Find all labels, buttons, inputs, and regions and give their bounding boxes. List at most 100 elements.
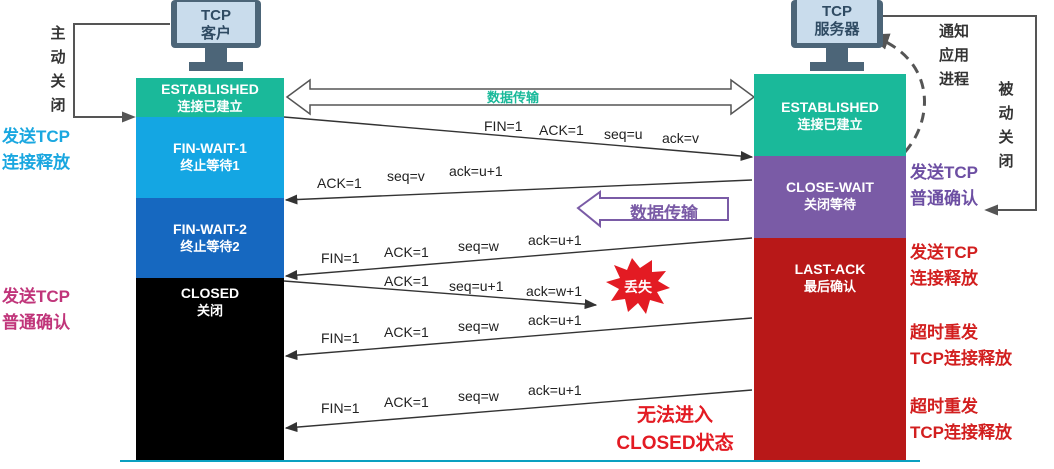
passive-close-bracket — [876, 15, 1037, 216]
timeout-resend-2-line-1: 超时重发 — [910, 397, 978, 416]
passive-close-char-4: 闭 — [998, 153, 1014, 170]
msg-3-fin: FIN=1 — [321, 250, 360, 266]
server-send-release-line-2: 连接释放 — [910, 269, 978, 288]
client-state-fin-wait-2: FIN-WAIT-2 终止等待2 — [136, 198, 284, 278]
msg-line-4 — [283, 280, 598, 310]
active-close-char-2: 动 — [50, 49, 66, 66]
server-send-release-label: 发送TCP 连接释放 — [910, 240, 978, 292]
client-title-line1: TCP — [201, 7, 231, 24]
timeout-resend-1-line-1: 超时重发 — [910, 323, 978, 342]
client-send-ack-label: 发送TCP 普通确认 — [2, 284, 70, 336]
passive-close-char-2: 动 — [998, 105, 1014, 122]
server-computer-icon — [791, 0, 883, 71]
msg-5-ackno: ack=u+1 — [528, 312, 582, 328]
bottom-baseline — [120, 460, 920, 462]
data-transfer-mid-label: 数据传输 — [630, 204, 698, 223]
msg-6-ack: ACK=1 — [384, 394, 429, 410]
server-send-ack-line-2: 普通确认 — [910, 189, 978, 208]
msg-5-seq: seq=w — [458, 318, 499, 334]
active-close-char-3: 关 — [50, 73, 66, 90]
client-send-release-line-1: 发送TCP — [2, 127, 70, 146]
msg-4-seq: seq=u+1 — [449, 278, 504, 294]
msg-6-fin: FIN=1 — [321, 400, 360, 416]
server-send-ack-line-1: 发送TCP — [910, 163, 978, 182]
data-transfer-purple-arrow — [576, 190, 729, 229]
server-state-close-wait-zh: 关闭等待 — [803, 197, 856, 212]
data-transfer-top-label: 数据传输 — [487, 90, 540, 105]
msg-6-seq: seq=w — [458, 388, 499, 404]
msg-1-fin: FIN=1 — [484, 118, 523, 134]
timeout-resend-1-line-2: TCP连接释放 — [910, 349, 1012, 368]
timeout-resend-2-line-2: TCP连接释放 — [910, 423, 1012, 442]
passive-close-char-3: 关 — [998, 129, 1014, 146]
client-state-established-en: ESTABLISHED — [161, 81, 259, 97]
msg-3-seq: seq=w — [458, 238, 499, 254]
client-send-release-label: 发送TCP 连接释放 — [2, 124, 70, 176]
msg-3-ackno: ack=u+1 — [528, 232, 582, 248]
timeout-resend-2-label: 超时重发 TCP连接释放 — [910, 394, 1012, 446]
notify-app-line-2: 应用 — [938, 47, 969, 64]
notify-app-line-3: 进程 — [938, 71, 969, 88]
msg-line-5 — [284, 317, 753, 361]
server-state-close-wait-en: CLOSE-WAIT — [786, 179, 874, 195]
client-state-fin-wait-1: FIN-WAIT-1 终止等待1 — [136, 117, 284, 198]
msg-6-ackno: ack=u+1 — [528, 382, 582, 398]
client-title-line2: 客户 — [200, 25, 231, 42]
msg-1-ack: ACK=1 — [539, 122, 584, 138]
client-state-fin-wait-2-en: FIN-WAIT-2 — [173, 221, 247, 237]
msg-2-seq: seq=v — [387, 168, 425, 184]
client-send-ack-line-2: 普通确认 — [2, 313, 70, 332]
active-close-label: 主 动 关 闭 — [48, 22, 68, 118]
client-computer-label: TCP 客户 — [177, 6, 255, 42]
server-computer-label: TCP 服务器 — [797, 2, 877, 40]
server-state-last-ack-en: LAST-ACK — [794, 261, 866, 277]
server-send-release-line-1: 发送TCP — [910, 243, 978, 262]
server-title-line2: 服务器 — [814, 21, 860, 38]
cannot-close-line-1: 无法进入 — [636, 405, 713, 426]
cannot-close-note: 无法进入 CLOSED状态 — [600, 402, 750, 458]
active-close-char-1: 主 — [50, 25, 66, 42]
client-state-fin-wait-2-zh: 终止等待2 — [180, 239, 240, 254]
client-state-fin-wait-1-en: FIN-WAIT-1 — [173, 140, 247, 156]
client-state-established-zh: 连接已建立 — [177, 99, 243, 114]
server-state-established-zh: 连接已建立 — [797, 117, 863, 132]
msg-2-ack: ACK=1 — [317, 175, 362, 191]
msg-line-6 — [284, 389, 753, 433]
msg-line-3 — [284, 237, 753, 281]
active-close-bracket — [73, 23, 170, 123]
client-state-closed-en: CLOSED — [180, 285, 240, 301]
msg-line-1 — [283, 116, 754, 162]
msg-1-seq: seq=u — [604, 126, 643, 142]
notify-app-label: 通知 应用 进程 — [932, 20, 976, 92]
msg-line-2 — [284, 179, 753, 205]
server-send-ack-label: 发送TCP 普通确认 — [910, 160, 978, 212]
msg-1-ackno: ack=v — [662, 130, 699, 146]
passive-close-char-1: 被 — [998, 81, 1014, 98]
timeout-resend-1-label: 超时重发 TCP连接释放 — [910, 320, 1012, 372]
server-state-last-ack-zh: 最后确认 — [803, 279, 856, 294]
lost-label: 丢失 — [624, 279, 652, 295]
msg-2-ackno: ack=u+1 — [449, 163, 503, 179]
server-state-close-wait: CLOSE-WAIT 关闭等待 — [754, 156, 906, 238]
notify-dashed-curve — [868, 33, 926, 153]
server-state-last-ack: LAST-ACK 最后确认 — [754, 238, 906, 460]
server-title-line1: TCP — [822, 3, 852, 20]
passive-close-label: 被 动 关 闭 — [996, 78, 1016, 174]
client-state-established: ESTABLISHED 连接已建立 — [136, 78, 284, 117]
msg-4-ack: ACK=1 — [384, 273, 429, 289]
server-state-established: ESTABLISHED 连接已建立 — [754, 74, 906, 156]
msg-5-fin: FIN=1 — [321, 330, 360, 346]
client-send-ack-line-1: 发送TCP — [2, 287, 70, 306]
client-computer-icon — [171, 0, 261, 71]
client-state-closed: CLOSED 关闭 — [136, 278, 284, 460]
client-state-fin-wait-1-zh: 终止等待1 — [180, 158, 240, 173]
cannot-close-line-2: CLOSED状态 — [616, 433, 734, 454]
server-state-established-en: ESTABLISHED — [781, 99, 879, 115]
msg-3-ack: ACK=1 — [384, 244, 429, 260]
msg-4-ackno: ack=w+1 — [526, 283, 583, 299]
lost-burst — [606, 258, 670, 314]
notify-app-line-1: 通知 — [938, 23, 969, 40]
client-state-closed-zh: 关闭 — [196, 303, 223, 318]
client-send-release-line-2: 连接释放 — [2, 153, 70, 172]
